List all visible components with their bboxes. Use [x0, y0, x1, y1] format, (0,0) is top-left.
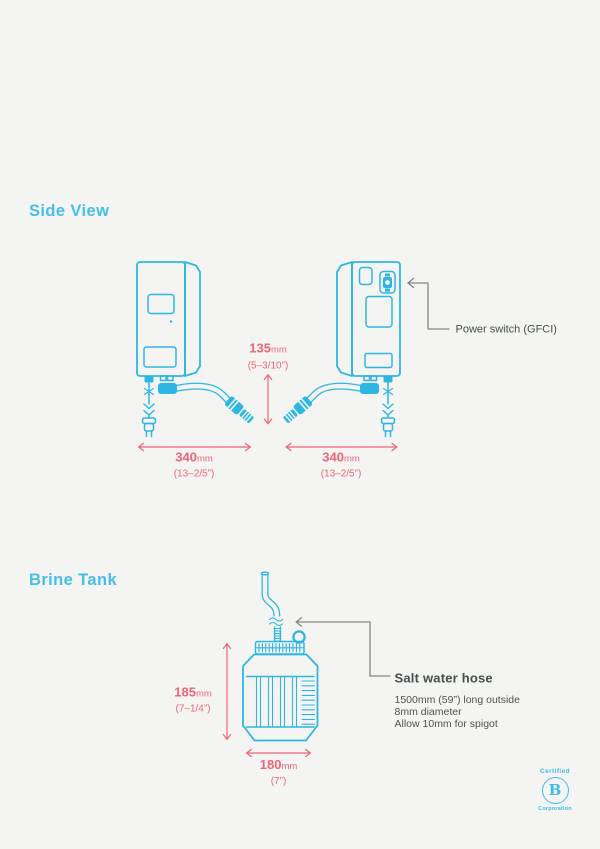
tank-side-ribs	[301, 680, 316, 725]
bcorp-certified-text: Certified	[540, 768, 570, 775]
hose-spec-line: Allow 10mm for spigot	[395, 718, 498, 730]
hose-spec-line: 1500mm (59”) long outside	[395, 694, 521, 706]
label-plate	[143, 346, 177, 368]
svg-text:185mm: 185mm	[174, 685, 212, 700]
display-window	[147, 293, 175, 315]
svg-text:180mm: 180mm	[260, 757, 298, 772]
dimension-imperial: (13–2/5”)	[321, 469, 362, 480]
cap-loop-handle	[292, 630, 306, 644]
salt-water-hose-label: Salt water hose	[395, 671, 493, 686]
dimension-width-right-340: 340mm (13–2/5”)	[285, 442, 398, 480]
brine-tank-diagram: 185mm (7–1/4”) 180mm (7”) Salt water hos…	[174, 571, 521, 787]
salt-water-hose-drawing	[260, 571, 287, 643]
dimension-imperial: (13–2/5”)	[174, 469, 215, 480]
dimension-width-180: 180mm (7”)	[246, 748, 311, 787]
bcorp-circle-icon: B	[541, 777, 569, 804]
display-window	[365, 295, 393, 328]
unit-right-drawing	[282, 261, 401, 437]
vent-window	[358, 266, 373, 286]
salt-water-hose-callout: Salt water hose 1500mm (59”) long outsid…	[295, 617, 521, 730]
dimension-imperial: (5–3/10”)	[248, 361, 289, 372]
dimension-width-left-340: 340mm (13–2/5”)	[138, 442, 251, 480]
side-view-diagram: 135mm (5–3/10”) 340mm (13–2/5”) 340mm (1…	[136, 261, 557, 480]
dimension-imperial: (7”)	[271, 776, 287, 787]
hose-spec-line: 8mm diameter	[395, 706, 463, 718]
power-switch-callout: Power switch (GFCI)	[407, 277, 557, 336]
unit-left-drawing	[136, 261, 255, 437]
brine-tank-title: Brine Tank	[29, 571, 118, 589]
dimension-imperial: (7–1/4”)	[175, 704, 210, 715]
dimension-height-135: 135mm (5–3/10”)	[248, 341, 289, 425]
tank-body-outline	[242, 653, 319, 742]
bcorp-letter: B	[548, 781, 562, 799]
tank-cap	[254, 640, 305, 655]
bcorp-certification-logo: Certified B Corporation	[534, 768, 576, 812]
dimension-height-185: 185mm (7–1/4”)	[174, 643, 232, 740]
bcorp-corporation-text: Corporation	[538, 806, 572, 812]
svg-text:135mm: 135mm	[249, 341, 287, 356]
svg-text:340mm: 340mm	[175, 450, 213, 465]
svg-text:340mm: 340mm	[322, 450, 360, 465]
indicator-dot	[169, 320, 173, 323]
power-switch-label: Power switch (GFCI)	[456, 324, 557, 336]
label-plate	[364, 352, 393, 369]
tank-ribs	[255, 675, 298, 728]
brine-tank-drawing	[242, 630, 319, 742]
power-switch-icon	[379, 270, 396, 294]
side-view-title: Side View	[29, 202, 110, 220]
